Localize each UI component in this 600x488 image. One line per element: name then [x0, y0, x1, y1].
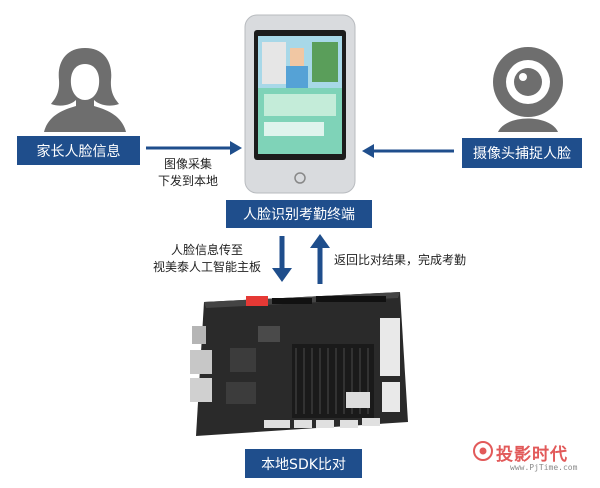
upload-note-line2: 下发到本地 — [157, 174, 218, 188]
ai-mainboard — [186, 286, 416, 444]
upload-note: 图像采集 下发到本地 — [152, 156, 224, 190]
to-board-note-line1: 人脸信息传至 — [170, 243, 243, 257]
watermark-logo-icon — [473, 441, 493, 461]
webcam-icon — [493, 47, 563, 132]
watermark-brand: 投影时代 — [496, 445, 568, 465]
to-board-note-line2: 视美泰人工智能主板 — [152, 260, 261, 274]
sdk-compare-label: 本地SDK比对 — [245, 449, 362, 478]
return-result-note: 返回比对结果，完成考勤 — [334, 253, 467, 267]
watermark-url: www.PjTime.com — [510, 463, 578, 472]
camera-capture-label: 摄像头捕捉人脸 — [462, 138, 582, 168]
parent-face-info-label: 家长人脸信息 — [17, 136, 140, 165]
terminal-device — [244, 14, 356, 194]
upload-note-line1: 图像采集 — [163, 157, 212, 171]
person-icon — [44, 48, 126, 132]
to-board-note: 人脸信息传至 视美泰人工智能主板 — [142, 242, 272, 276]
terminal-label: 人脸识别考勤终端 — [226, 200, 372, 228]
